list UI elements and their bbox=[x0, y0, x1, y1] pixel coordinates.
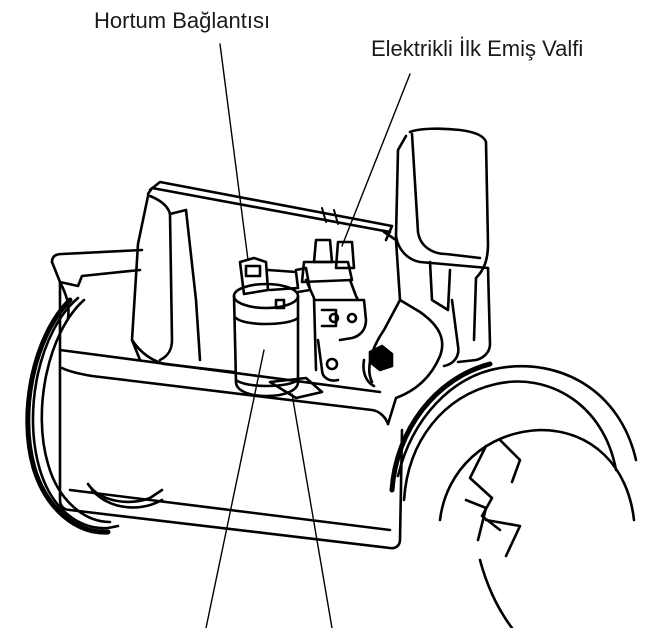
hose-connection-label: Hortum Bağlantısı bbox=[94, 8, 271, 33]
priming-valve-label: Elektrikli İlk Emiş Valfi bbox=[371, 36, 584, 61]
tank-body bbox=[50, 127, 492, 550]
leader-window bbox=[291, 393, 333, 628]
left-wheel bbox=[25, 296, 164, 535]
filter-canister bbox=[232, 256, 312, 398]
leader-lines bbox=[205, 43, 411, 628]
right-wheel bbox=[389, 361, 638, 628]
priming-valve bbox=[268, 207, 368, 400]
drain-cap bbox=[362, 344, 394, 388]
leader-hose bbox=[219, 43, 249, 261]
leader-valve bbox=[341, 73, 411, 247]
leader-canister bbox=[205, 349, 265, 628]
